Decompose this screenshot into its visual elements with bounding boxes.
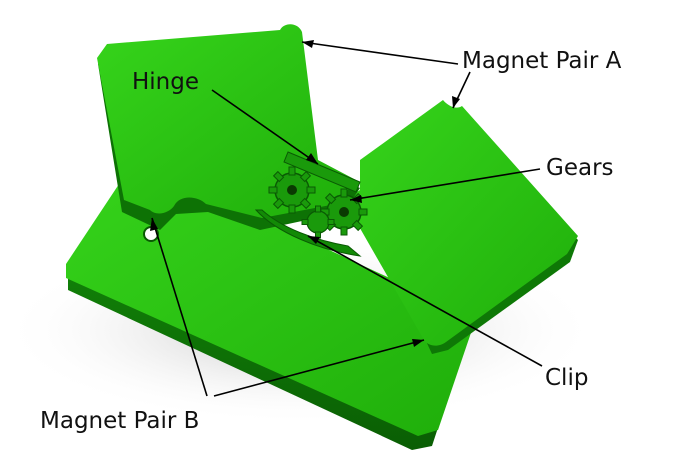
label-clip: Clip bbox=[545, 365, 588, 391]
arrow-magnet-a-right bbox=[452, 96, 460, 108]
leader-lines bbox=[151, 41, 543, 397]
label-magnet-pair-a: Magnet Pair A bbox=[462, 48, 622, 74]
arrow-magnet-b-right bbox=[412, 339, 424, 347]
leader-hinge bbox=[211, 89, 319, 165]
label-gears: Gears bbox=[546, 155, 614, 181]
label-hinge: Hinge bbox=[132, 69, 199, 95]
left-flap-top bbox=[97, 24, 356, 218]
leader-magnet-a-left bbox=[301, 41, 459, 65]
gear-left bbox=[268, 166, 316, 214]
clip-arc bbox=[254, 209, 362, 257]
right-flap-top bbox=[351, 100, 578, 346]
leader-clip bbox=[307, 235, 543, 367]
base-plate-top bbox=[66, 160, 476, 436]
leader-magnet-b-right bbox=[213, 339, 425, 397]
arrow-magnet-b-left bbox=[150, 218, 158, 231]
arrow-gears bbox=[350, 195, 362, 203]
arrowheads bbox=[150, 40, 460, 347]
hinge-bar bbox=[283, 151, 361, 193]
gear-small bbox=[301, 205, 335, 239]
leader-magnet-b-left bbox=[151, 217, 208, 397]
arrow-clip bbox=[308, 236, 320, 244]
arrow-magnet-a-left bbox=[302, 40, 314, 48]
arrow-hinge bbox=[306, 153, 318, 164]
label-magnet-pair-b: Magnet Pair B bbox=[40, 408, 199, 434]
leader-gears bbox=[349, 168, 541, 201]
